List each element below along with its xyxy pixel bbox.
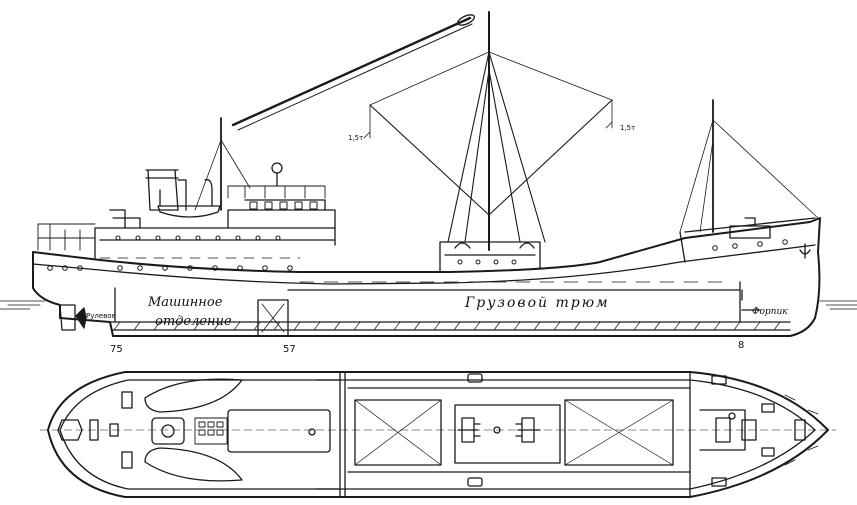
hold-boundary <box>287 281 741 323</box>
hull-portholes <box>47 239 788 271</box>
plan-main-mast <box>493 426 501 434</box>
plan-vent-bottom <box>467 477 483 487</box>
side-lifeboat <box>157 205 221 218</box>
plan-hold-frame <box>347 387 691 473</box>
plan-lifeboat-top <box>144 378 243 413</box>
cargo-hold-label: Грузовой трюм <box>464 295 610 311</box>
waterline <box>0 300 857 310</box>
plan-stern-box-4 <box>109 423 119 437</box>
plan-bow-chock <box>794 419 806 441</box>
plan-view <box>39 371 837 498</box>
plan-fore-box-bottom <box>711 477 727 487</box>
plan-windlass <box>715 417 731 443</box>
superstructure-lower <box>94 227 336 259</box>
main-derrick-topping <box>369 51 613 139</box>
plan-winch-shafts <box>457 423 541 437</box>
main-derrick-booms <box>369 51 613 243</box>
plan-funnel <box>151 417 185 445</box>
plan-hatch-1 <box>354 399 442 466</box>
plan-fore-box-top <box>711 375 727 385</box>
engine-room-label-2: отделение <box>155 314 232 329</box>
bridge-railing <box>227 185 326 199</box>
forepeak-bulkhead <box>741 289 761 311</box>
plan-engine-casing <box>227 409 331 453</box>
bridge-deck <box>227 199 336 229</box>
stern-ventilators <box>109 209 141 229</box>
frame-57: 57 <box>283 344 296 355</box>
searchlight <box>271 162 283 174</box>
plan-winch-platform <box>454 404 561 464</box>
plan-bitt-bottom <box>761 447 775 457</box>
engine-room-box <box>114 287 289 337</box>
windlass <box>729 217 771 239</box>
stern-railing <box>37 223 96 251</box>
winches-side <box>454 242 535 249</box>
plan-fore-mast <box>728 412 736 420</box>
derrick-hooks <box>363 121 613 139</box>
tank-cross <box>261 303 285 333</box>
plan-stern-rudder <box>57 419 83 441</box>
boom-load-left: 1,5т <box>348 134 363 142</box>
main-derrick-long <box>231 16 472 127</box>
plan-bitt-top <box>761 403 775 413</box>
plan-stern-box-1 <box>89 419 99 441</box>
plan-skylight <box>194 417 228 445</box>
engine-room-label-1: Машинное <box>147 295 223 310</box>
steering-label: Рулевое <box>86 312 116 320</box>
rudder <box>59 304 76 331</box>
winch-house-portholes <box>457 259 517 265</box>
funnel <box>145 169 187 211</box>
propeller <box>75 307 87 329</box>
winch-house <box>439 241 541 273</box>
hull-outline <box>32 217 821 337</box>
frame-75: 75 <box>110 344 123 355</box>
aft-mast-stays <box>194 139 251 211</box>
plan-stern-box-2 <box>121 391 133 409</box>
superstructure-portholes <box>115 235 281 241</box>
plan-stern-box-3 <box>121 451 133 469</box>
fore-mast-stays <box>679 119 819 233</box>
forecastle <box>679 217 816 263</box>
boom-load-right: 1,5т <box>620 124 635 132</box>
frame-8: 8 <box>738 340 744 351</box>
plan-forecastle-edge <box>689 371 746 498</box>
forepeak-label: Форпик <box>752 307 788 317</box>
bottom-band <box>109 321 791 331</box>
plan-vent-top <box>467 373 483 383</box>
plan-lifeboat-bottom <box>144 447 243 482</box>
plan-funnel-top <box>161 424 175 438</box>
side-elevation <box>0 11 857 337</box>
plan-hull-outline <box>47 371 829 498</box>
plan-aft-mast <box>308 428 316 436</box>
plan-windlass-2 <box>741 419 757 441</box>
derrick-head <box>456 14 476 26</box>
bow-anchor <box>799 243 811 259</box>
plan-bow-fairleads <box>784 394 819 466</box>
plan-hatch-2 <box>564 399 674 466</box>
sheer-line <box>32 244 816 285</box>
plan-hatch-2-cross <box>564 399 674 466</box>
bottom-hatching <box>113 321 781 331</box>
bridge-windows <box>249 201 318 210</box>
main-derrick-long-2 <box>237 23 473 131</box>
plan-superstructure-edge <box>315 371 346 498</box>
side-labels: Машинное отделение Грузовой трюм Форпик … <box>86 124 788 355</box>
plan-hatch-1-cross <box>354 399 442 466</box>
